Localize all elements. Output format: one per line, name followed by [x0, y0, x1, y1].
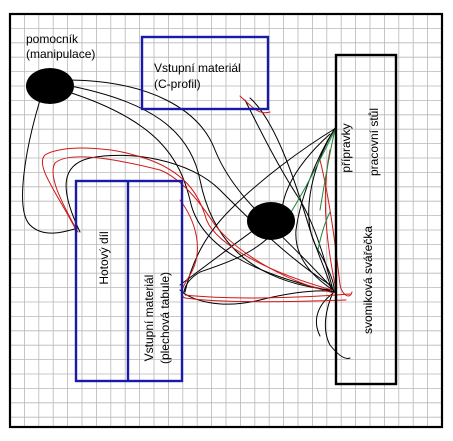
path-black-4: [22, 99, 79, 234]
path-black-12: [324, 289, 351, 359]
path-red-1: [239, 95, 271, 114]
path-red-6: [319, 159, 353, 297]
operator-worker: [247, 202, 295, 240]
fixtures-label: přípravky: [339, 123, 353, 172]
path-black-8: [244, 99, 334, 291]
path-black-2: [61, 89, 335, 293]
input-sheet-label-line1: Vstupní materiál: [142, 275, 156, 362]
spot-welder-label: svomiková svářečka: [361, 226, 375, 334]
helper-worker: [26, 68, 74, 104]
path-red-3: [52, 156, 335, 294]
path-black-7: [179, 289, 336, 305]
input-c-profile-box: [140, 35, 270, 111]
finished-part-label: Hotový díl: [97, 231, 111, 284]
path-black-13: [316, 293, 333, 337]
path-black-3: [64, 79, 333, 289]
path-green-3: [317, 211, 331, 251]
path-black-15: [295, 127, 336, 291]
workbench-box: [334, 53, 398, 386]
input-sheet-label-line2: (plechová tabule): [158, 272, 172, 364]
path-black-5: [65, 154, 333, 287]
helper-label-line2: (manipulace): [26, 47, 95, 61]
path-red-5: [184, 293, 351, 299]
outer-frame: [8, 12, 444, 429]
helper-label-line1: pomocník: [26, 32, 79, 46]
movement-paths: [22, 79, 353, 359]
input-c-profile-label-line1: Vstupní materiál: [154, 61, 241, 75]
input-c-profile-label-line2: (C-profil): [154, 77, 201, 91]
path-black-9: [249, 97, 333, 293]
path-red-2: [41, 147, 333, 291]
path-black-10: [184, 127, 337, 293]
path-green-2: [319, 129, 336, 211]
path-black-14: [183, 235, 271, 293]
workbench-label: pracovní stůl: [367, 108, 381, 176]
